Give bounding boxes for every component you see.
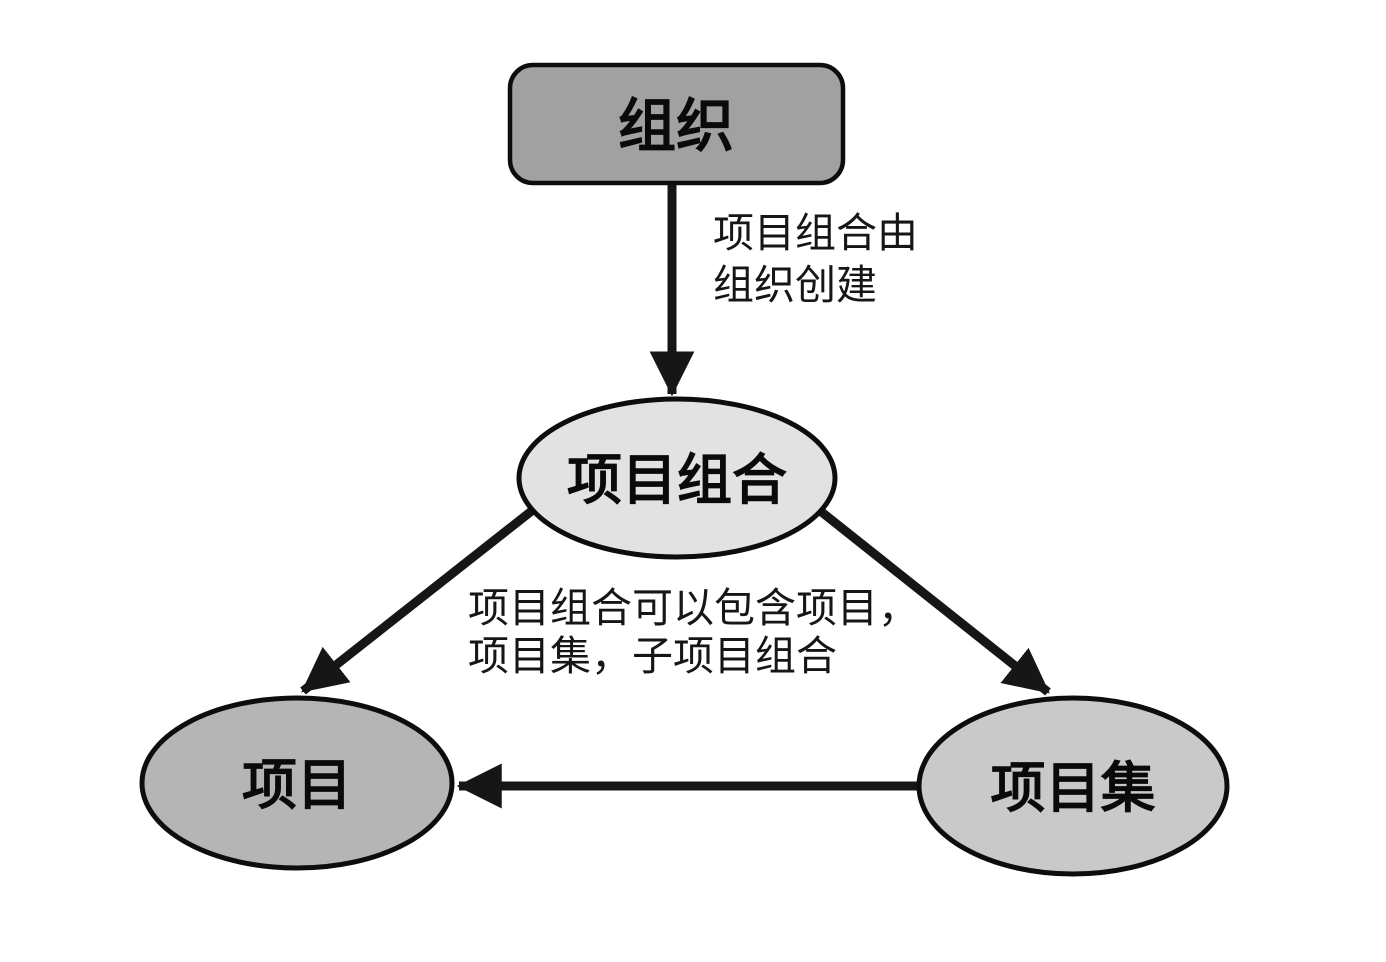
containment-note-line2: 项目集，子项目组合	[468, 632, 837, 680]
portfolio-ellipse	[516, 396, 838, 560]
annotation-containment-note: 项目组合可以包含项目， 项目集，子项目组合	[468, 584, 919, 680]
creation-note-line1: 项目组合由	[713, 209, 918, 257]
project-label: 项目	[242, 753, 352, 817]
portfolio-label: 项目组合	[567, 448, 787, 512]
creation-note-line2: 组织创建	[713, 261, 877, 309]
node-organization: 组织	[507, 62, 846, 186]
containment-note-line1: 项目组合可以包含项目，	[468, 584, 919, 632]
organization-box	[507, 62, 846, 186]
program-ellipse	[916, 695, 1230, 877]
project-ellipse	[139, 695, 455, 871]
node-portfolio: 项目组合	[516, 396, 838, 560]
annotation-creation-note: 项目组合由 组织创建	[713, 209, 918, 309]
node-project: 项目	[139, 695, 455, 871]
program-label: 项目集	[990, 756, 1155, 820]
organization-label: 组织	[618, 92, 734, 160]
node-program: 项目集	[916, 695, 1230, 877]
